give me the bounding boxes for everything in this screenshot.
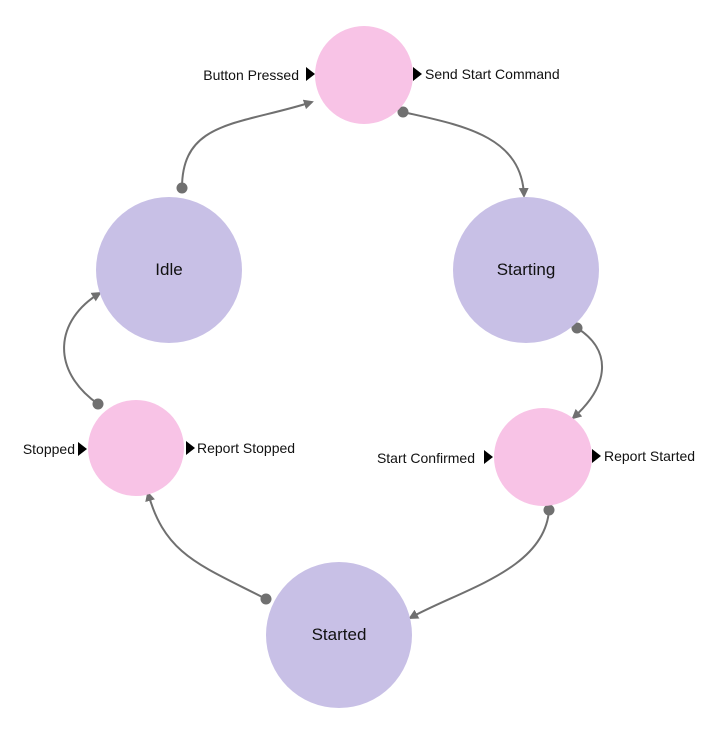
label-report-stopped: Report Stopped xyxy=(197,440,296,456)
port-top-out-icon xyxy=(413,67,422,81)
transition-right[interactable] xyxy=(494,408,592,506)
label-stopped: Stopped xyxy=(22,441,75,457)
transition-top[interactable] xyxy=(315,26,413,124)
edge-idle-to-button-pressed xyxy=(176,99,314,194)
state-starting[interactable]: Starting xyxy=(453,197,599,343)
edge-starting-to-start-confirmed xyxy=(571,322,603,420)
state-idle[interactable]: Idle xyxy=(96,197,242,343)
state-started[interactable]: Started xyxy=(266,562,412,708)
edge-started-to-stopped xyxy=(145,491,272,605)
port-top-in-icon xyxy=(306,67,315,81)
port-left-in-icon xyxy=(78,442,87,456)
label-button-pressed: Button Pressed xyxy=(203,67,299,83)
edge-send-start-to-starting xyxy=(397,106,529,198)
state-starting-label: Starting xyxy=(496,260,556,279)
state-idle-label: Idle xyxy=(155,260,183,279)
label-report-started: Report Started xyxy=(604,448,696,464)
label-start-confirmed: Start Confirmed xyxy=(376,450,475,466)
port-left-out-icon xyxy=(186,441,195,455)
port-right-in-icon xyxy=(484,450,493,464)
edge-report-started-to-started xyxy=(408,504,555,619)
edge-report-stopped-to-idle xyxy=(63,291,104,410)
port-right-out-icon xyxy=(592,449,601,463)
label-send-start-command: Send Start Command xyxy=(425,66,560,82)
state-started-label: Started xyxy=(311,625,367,644)
transition-left[interactable] xyxy=(88,400,184,496)
